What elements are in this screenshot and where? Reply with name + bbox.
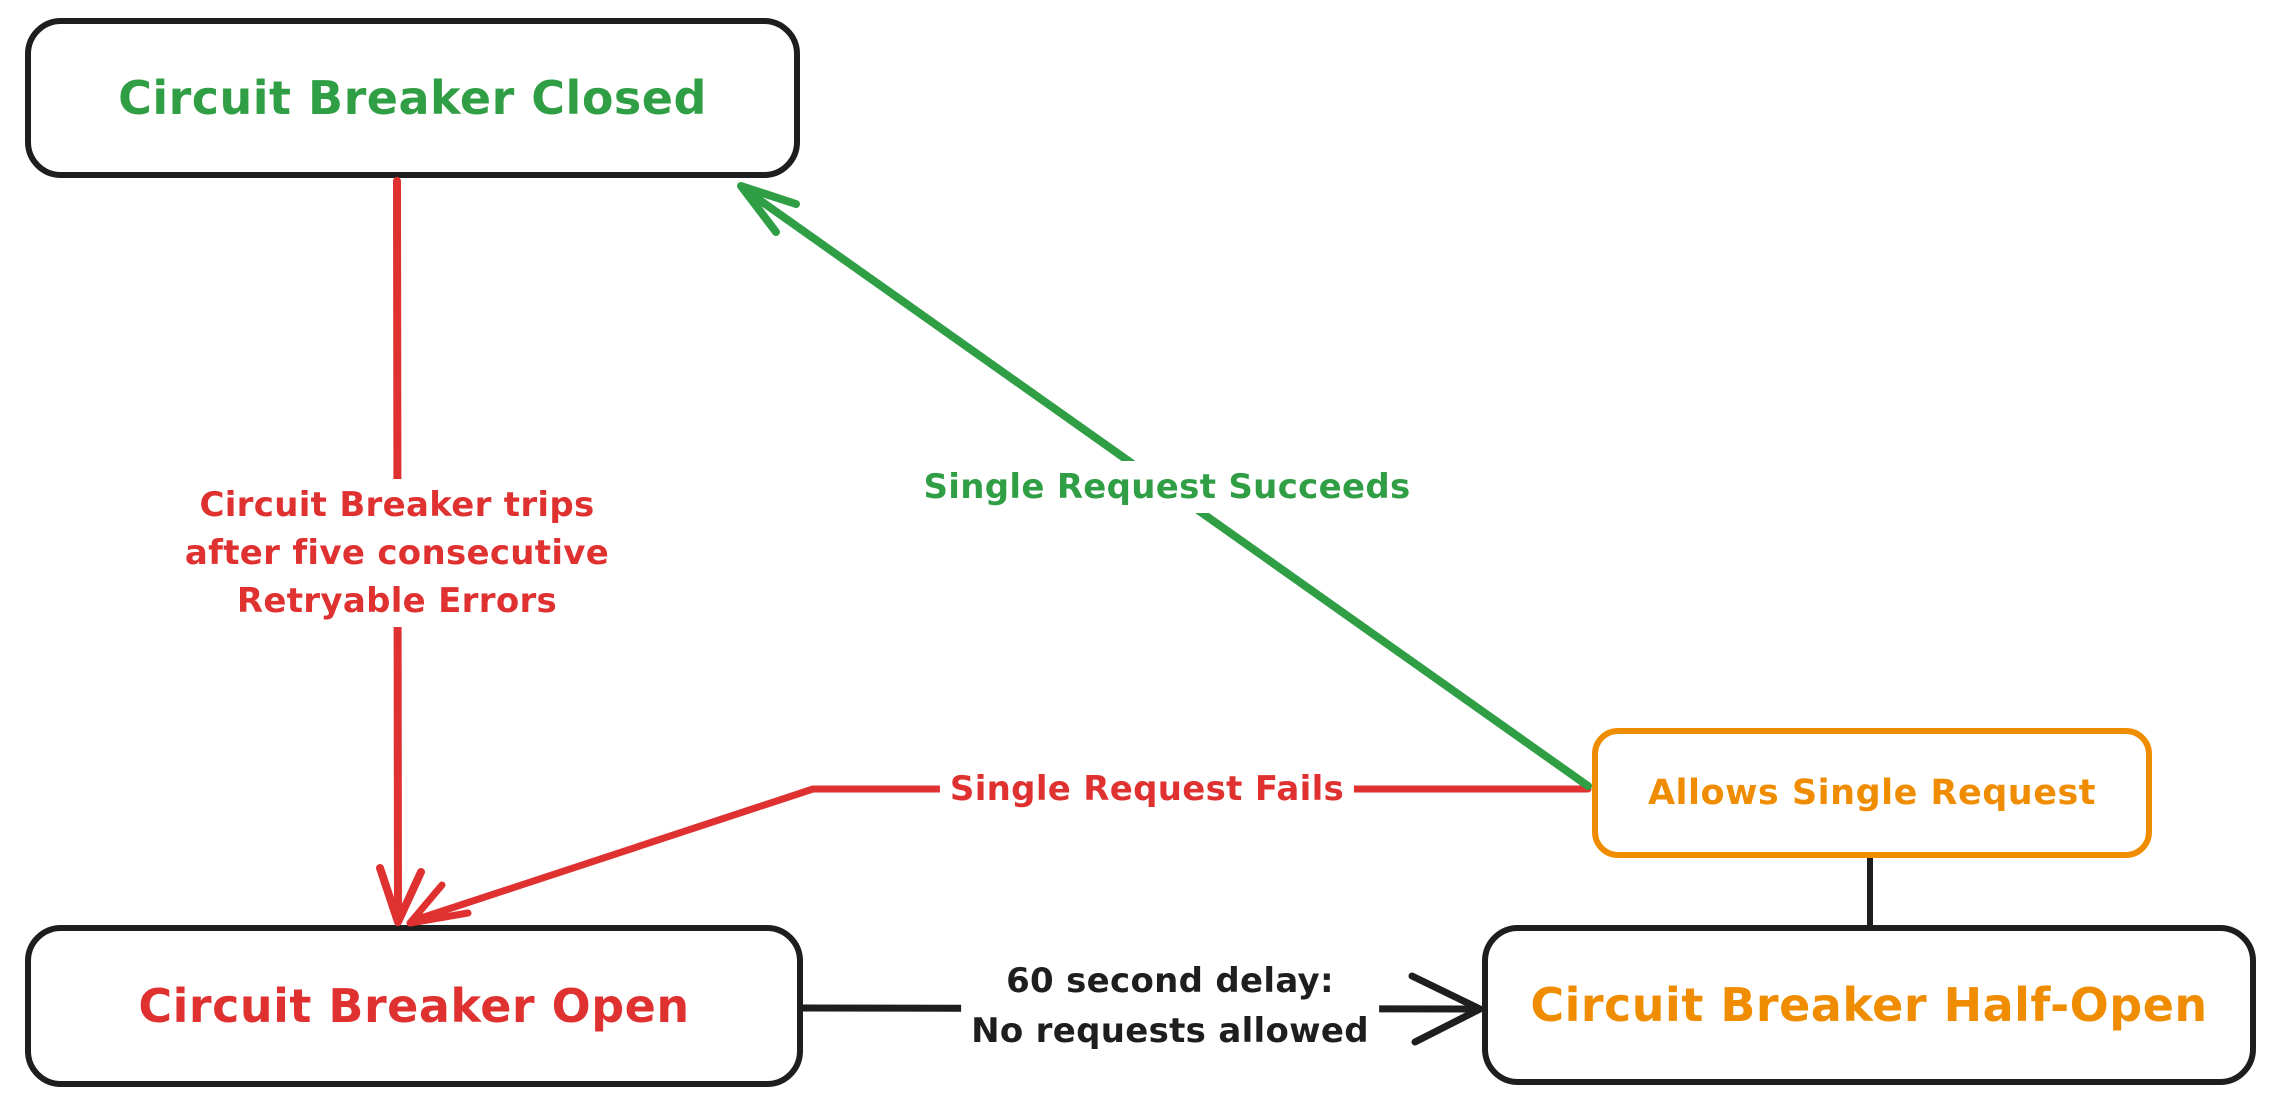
node-allows-label: Allows Single Request (1647, 773, 2097, 813)
trip-edge-label-line3: Retryable Errors (236, 581, 558, 621)
node-open-label: Circuit Breaker Open (138, 979, 690, 1033)
node-circuit-breaker-closed: Circuit Breaker Closed (25, 18, 800, 178)
node-closed-label: Circuit Breaker Closed (118, 71, 707, 125)
fail-edge-label: Single Request Fails (939, 763, 1355, 815)
delay-edge-label-line1: 60 second delay: (1006, 961, 1334, 1001)
node-circuit-breaker-open: Circuit Breaker Open (25, 925, 803, 1087)
succeed-edge-label: Single Request Succeeds (913, 461, 1421, 513)
trip-edge-label-line2: after five consecutive (184, 533, 610, 573)
trip-edge-label: Circuit Breaker trips after five consecu… (174, 479, 620, 627)
node-allows-single-request: Allows Single Request (1592, 728, 2152, 858)
delay-edge-label: 60 second delay: No requests allowed (961, 954, 1379, 1058)
delay-edge-label-line2: No requests allowed (971, 1011, 1369, 1051)
node-circuit-breaker-half-open: Circuit Breaker Half-Open (1482, 925, 2256, 1085)
trip-edge-label-line1: Circuit Breaker trips (199, 485, 595, 525)
node-half-open-label: Circuit Breaker Half-Open (1530, 978, 2208, 1032)
